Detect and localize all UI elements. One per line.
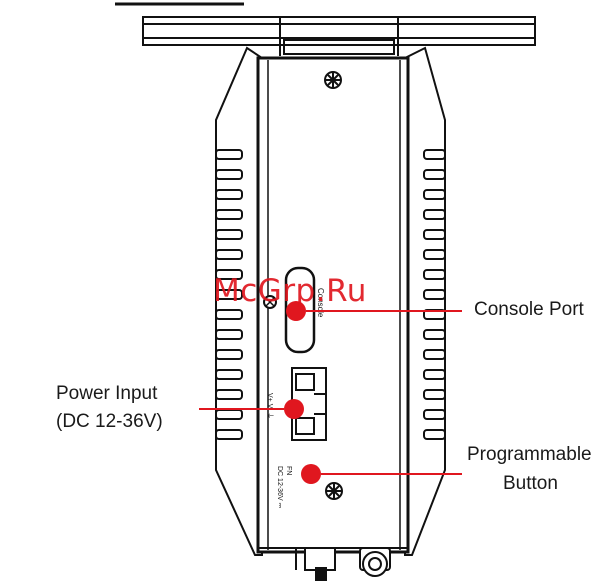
right-fin	[424, 230, 445, 239]
right-fin	[424, 370, 445, 379]
left-fin	[216, 170, 242, 179]
prog-button-marker	[301, 464, 321, 484]
programmable-button-callout-line1: Programmable	[467, 443, 592, 467]
mounting-bracket	[143, 17, 535, 56]
left-fin	[216, 390, 242, 399]
left-fin	[216, 330, 242, 339]
right-fin	[424, 190, 445, 199]
bottom-screw-icon	[326, 483, 342, 499]
right-fin	[424, 170, 445, 179]
right-fin	[424, 330, 445, 339]
left-fin	[216, 370, 242, 379]
power-input-callout-line1: Power Input	[56, 382, 157, 406]
left-fin	[216, 410, 242, 419]
right-heatsink	[405, 48, 445, 555]
watermark: McGrp.Ru	[213, 273, 367, 309]
left-fin	[216, 430, 242, 439]
dc-rating-label: DC 12-36V ⎓	[276, 466, 283, 509]
power-terminal-label: V+ V- ⏚	[266, 393, 274, 419]
right-fin	[424, 150, 445, 159]
console-port-callout: Console Port	[474, 298, 584, 322]
right-fin	[424, 390, 445, 399]
left-fin	[216, 230, 242, 239]
left-fin	[216, 210, 242, 219]
right-fin	[424, 350, 445, 359]
left-fin	[216, 350, 242, 359]
right-fin	[424, 210, 445, 219]
power-marker	[284, 399, 304, 419]
left-fin	[216, 310, 242, 319]
programmable-button-callout-line2: Button	[503, 472, 558, 496]
left-fin	[216, 190, 242, 199]
top-screw-icon	[325, 72, 341, 88]
right-fin	[424, 270, 445, 279]
left-fin	[216, 250, 242, 259]
right-fin	[424, 430, 445, 439]
fn-label: FN	[285, 466, 292, 475]
power-input-callout-line2: (DC 12-36V)	[56, 410, 163, 434]
right-fin	[424, 410, 445, 419]
right-fin	[424, 250, 445, 259]
right-fin	[424, 290, 445, 299]
left-fin	[216, 150, 242, 159]
